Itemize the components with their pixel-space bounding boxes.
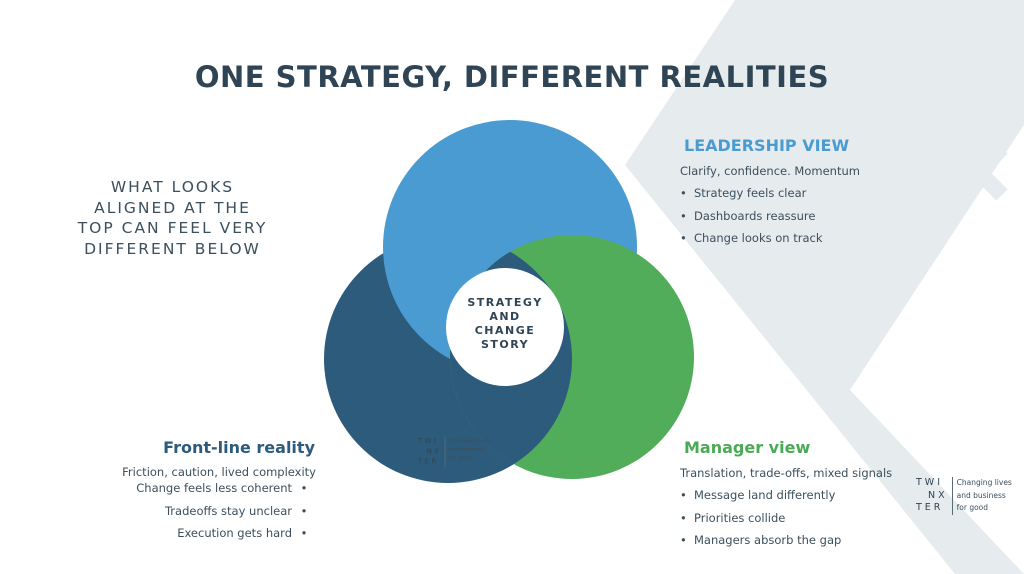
list-item: • Message land differently bbox=[680, 488, 841, 511]
tagline: WHAT LOOKS ALIGNED AT THE TOP CAN FEEL V… bbox=[70, 177, 275, 259]
logo-tagline-line: and business bbox=[448, 446, 485, 453]
bullet-icon: • bbox=[680, 533, 687, 547]
bullet-icon: • bbox=[300, 481, 308, 495]
twinxter-logo: TWI NX TER Changing lives and business f… bbox=[916, 477, 1012, 515]
list-item: • Dashboards reassure bbox=[680, 209, 823, 232]
logo-mark-line: NX bbox=[928, 489, 948, 501]
page-title: ONE STRATEGY, DIFFERENT REALITIES bbox=[194, 60, 830, 94]
center-label-line: STORY bbox=[480, 338, 530, 351]
tagline-line: WHAT LOOKS bbox=[110, 178, 235, 196]
logo-divider bbox=[444, 437, 446, 468]
list-item-text: Message land differently bbox=[694, 488, 836, 502]
list-item-text: Change feels less coherent bbox=[136, 481, 292, 495]
frontline-bullet-list: Change feels less coherent • Tradeoffs st… bbox=[0, 481, 316, 549]
logo-tagline: Changing lives and business for good bbox=[957, 477, 1012, 515]
bullet-icon: • bbox=[680, 231, 687, 245]
list-item-text: Execution gets hard bbox=[177, 526, 292, 540]
bullet-icon: • bbox=[300, 503, 308, 518]
list-item: Execution gets hard • bbox=[0, 526, 316, 549]
bullet-icon: • bbox=[680, 208, 687, 223]
twinxter-logo-small: TWI NX TER Changing lives and business f… bbox=[418, 437, 489, 468]
center-label-line: AND bbox=[489, 310, 521, 323]
logo-divider bbox=[951, 477, 953, 515]
logo-mark-line: TWI bbox=[916, 477, 943, 488]
list-item-text: Change looks on track bbox=[694, 231, 823, 245]
list-item-text: Dashboards reassure bbox=[694, 208, 816, 223]
center-hub-circle bbox=[446, 268, 564, 386]
manager-bullet-list: • Message land differently • Priorities co… bbox=[680, 488, 841, 556]
leadership-bullet-list: • Strategy feels clear • Dashboards reassu… bbox=[680, 186, 823, 254]
logo-mark-line: TER bbox=[916, 502, 944, 513]
list-item-text: Priorities collide bbox=[694, 510, 786, 525]
tagline-line: TOP CAN FEEL VERY bbox=[77, 219, 268, 237]
list-item: • Managers absorb the gap bbox=[680, 533, 841, 556]
manager-title: Manager view bbox=[684, 438, 811, 457]
list-item: • Strategy feels clear bbox=[680, 186, 823, 209]
center-label-line: STRATEGY bbox=[467, 296, 543, 309]
frontline-title: Front-line reality bbox=[163, 438, 315, 457]
logo-tagline-line: for good bbox=[956, 503, 989, 512]
decor-x-mark-icon bbox=[949, 142, 1008, 201]
list-item: Tradeoffs stay unclear • bbox=[0, 504, 316, 527]
logo-mark: TWI NX TER bbox=[916, 477, 948, 515]
bullet-icon: • bbox=[680, 186, 687, 200]
list-item: • Priorities collide bbox=[680, 511, 841, 534]
tagline-line: ALIGNED AT THE bbox=[94, 198, 251, 217]
logo-tagline: Changing lives and business for good bbox=[448, 437, 488, 463]
logo-mark-line: TWI bbox=[418, 437, 439, 446]
logo-mark: TWI NX TER bbox=[418, 437, 441, 467]
logo-tagline-line: Changing lives bbox=[448, 437, 489, 445]
list-item: • Change looks on track bbox=[680, 231, 823, 254]
logo-tagline-line: for good bbox=[448, 454, 472, 462]
bullet-icon: • bbox=[680, 510, 687, 525]
bullet-icon: • bbox=[300, 526, 308, 540]
leadership-title: LEADERSHIP VIEW bbox=[684, 136, 850, 155]
bullet-icon: • bbox=[680, 488, 687, 502]
list-item-text: Strategy feels clear bbox=[694, 186, 807, 200]
decor-chevron-shape bbox=[625, 0, 1024, 574]
list-item-text: Tradeoffs stay unclear bbox=[164, 503, 292, 518]
logo-tagline-line: and business bbox=[956, 490, 1006, 500]
manager-intro: Translation, trade-offs, mixed signals bbox=[680, 466, 893, 480]
logo-mark-line: TER bbox=[418, 458, 439, 466]
frontline-intro: Friction, caution, lived complexity bbox=[122, 465, 316, 479]
center-label: STRATEGY AND CHANGE STORY bbox=[448, 296, 562, 352]
logo-tagline-line: Changing lives bbox=[956, 478, 1012, 487]
list-item: Change feels less coherent • bbox=[0, 481, 316, 504]
tagline-line: DIFFERENT BELOW bbox=[84, 239, 261, 258]
list-item-text: Managers absorb the gap bbox=[694, 533, 842, 547]
leadership-intro: Clarify, confidence. Momentum bbox=[680, 164, 860, 178]
logo-mark-line: NX bbox=[426, 447, 442, 456]
center-label-line: CHANGE bbox=[474, 324, 536, 337]
